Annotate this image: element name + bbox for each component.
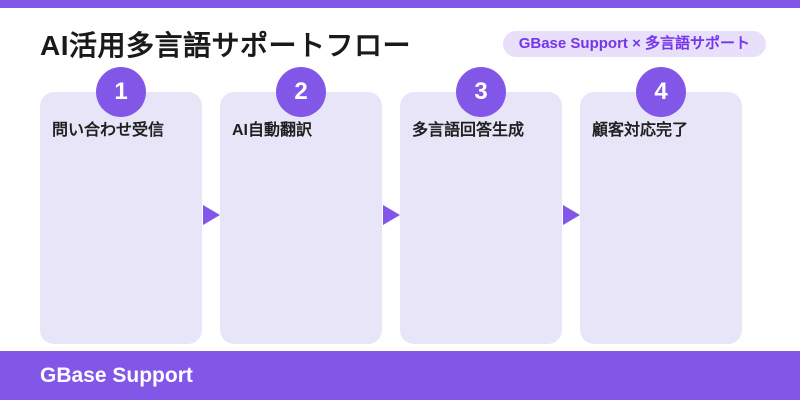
- step-number-badge: 4: [636, 67, 686, 117]
- step-number-badge: 3: [456, 67, 506, 117]
- step-label: 問い合わせ受信: [52, 122, 165, 139]
- flow-steps-row: 1 問い合わせ受信 2 AI自動翻訳 3 多言語回答生成 4 顧客対応完了: [40, 67, 742, 344]
- step-card-1: 1 問い合わせ受信: [40, 67, 202, 344]
- step-label: AI自動翻訳: [232, 122, 313, 139]
- brand-badge: GBase Support × 多言語サポート: [502, 31, 766, 57]
- top-accent-bar: [0, 0, 800, 8]
- arrow-right-icon: [383, 205, 400, 225]
- step-card-3: 3 多言語回答生成: [400, 67, 562, 344]
- step-card-2: 2 AI自動翻訳: [220, 67, 382, 344]
- footer-brand-text: GBase Support: [40, 364, 193, 387]
- step-card-4: 4 顧客対応完了: [580, 67, 742, 344]
- page-title: AI活用多言語サポートフロー: [40, 30, 412, 61]
- arrow-right-icon: [563, 205, 580, 225]
- step-number-badge: 2: [276, 67, 326, 117]
- step-number-badge: 1: [96, 67, 146, 117]
- step-label: 多言語回答生成: [412, 122, 525, 139]
- arrow-right-icon: [203, 205, 220, 225]
- footer-bar: GBase Support: [0, 351, 800, 400]
- step-label: 顧客対応完了: [592, 122, 689, 139]
